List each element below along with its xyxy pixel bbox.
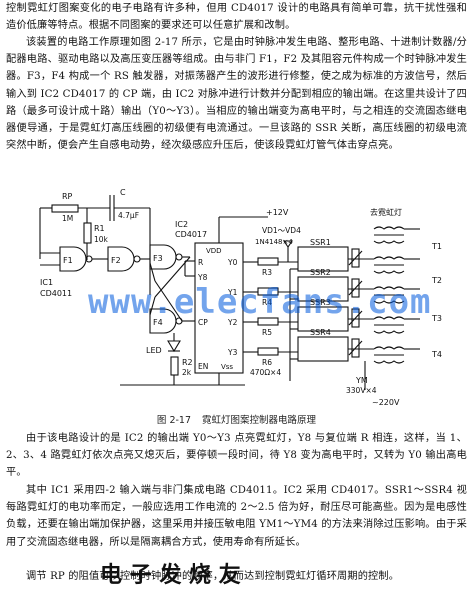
ssr4-box [297, 336, 349, 362]
f1-label: F1 [63, 256, 73, 265]
intro-paragraph: 控制霓虹灯图案变化的电子电路有许多种，但用 CD4017 设计的电路具有简单可靠… [6, 3, 467, 32]
ic1-label: IC1 [40, 278, 53, 287]
pin-vss: Vss [221, 363, 233, 371]
led-label: LED [146, 346, 162, 355]
pin-vdd: VDD [206, 247, 222, 255]
rp-label: RP [62, 192, 73, 201]
r6-value: 470Ω×4 [250, 368, 281, 377]
r1-value: 10k [94, 235, 109, 244]
circuit-figure: RP 1M C 4.7μF R1 10k F1 F2 IC1 CD4011 F3… [0, 185, 473, 410]
c-label: C [120, 188, 126, 197]
r6-label: R6 [262, 358, 272, 367]
channel-3: R5 [243, 317, 298, 337]
r1-resistor [83, 222, 92, 244]
pin-y3: Y3 [227, 348, 238, 357]
rp-value: 1M [62, 214, 73, 223]
c-value: 4.7μF [118, 211, 139, 220]
adjust-paragraph: 调节 RP 的阻值可以控制时钟脉冲的频率，从而达到控制霓虹灯循环周期的控制。 [26, 571, 400, 582]
r3-label: R3 [262, 268, 272, 277]
channel-2: R4 [243, 287, 298, 307]
principle-paragraph: 该装置的电路工作原理如图 2-17 所示，它是由时钟脉冲发生电路、整形电路、十进… [6, 37, 467, 152]
ic2-part: CD4017 [175, 230, 207, 239]
caption-title: 霓虹灯图案控制器电路原理 [202, 415, 317, 426]
f4-label: F4 [153, 318, 163, 327]
t3-label: T3 [431, 314, 442, 323]
ic2-label: IC2 [175, 220, 188, 229]
circuit-schematic: RP 1M C 4.7μF R1 10k F1 F2 IC1 CD4011 F3… [39, 188, 442, 407]
ym-value: 330V×4 [346, 386, 377, 395]
t2-label: T2 [431, 276, 442, 285]
diodes-label: VD1～VD4 [262, 226, 301, 235]
caption-number: 图 2-17 [156, 415, 192, 426]
r1-label: R1 [94, 224, 105, 233]
ym-label: YM [355, 376, 368, 385]
led-diode [167, 340, 181, 353]
pin-y2: Y2 [227, 318, 238, 327]
ssr2-label: SSR2 [310, 268, 331, 277]
ssr4-label: SSR4 [310, 328, 331, 337]
pin-y8: Y8 [197, 273, 208, 282]
channel-4: R6 470Ω×4 [243, 347, 298, 377]
figure-caption: 图 2-17 霓虹灯图案控制器电路原理 [0, 412, 473, 426]
r3-resistor [257, 257, 279, 266]
neon-label: 去霓虹灯 [370, 207, 402, 217]
components-paragraph: 其中 IC1 采用四-2 输入端与非门集成电路 CD4011。IC2 采用 CD… [6, 485, 467, 548]
pin-cp: CP [198, 318, 208, 327]
f2-label: F2 [111, 256, 121, 265]
r4-label: R4 [262, 298, 272, 307]
ssr1-label: SSR1 [310, 238, 331, 247]
ic1-part: CD4011 [40, 289, 72, 298]
f3-label: F3 [153, 254, 163, 263]
r2-resistor [170, 356, 179, 376]
watermark-url: www.elecfans.com [88, 282, 432, 322]
diode-part: 1N4148×4 [255, 238, 293, 246]
pin-r: R [198, 258, 203, 267]
r5-label: R5 [262, 328, 272, 337]
supply-label: +12V [266, 208, 289, 217]
r2-label: R2 [182, 358, 193, 367]
pin-y1: Y1 [227, 288, 238, 297]
pin-y0: Y0 [227, 258, 238, 267]
t4-label: T4 [431, 350, 442, 359]
varistors [348, 248, 363, 358]
ac-label: ~220V [372, 398, 400, 407]
logic-paragraph: 由于该电路设计的是 IC2 的输出端 Y0～Y3 点亮霓虹灯，Y8 与复位端 R… [6, 433, 467, 479]
t1-label: T1 [431, 242, 442, 251]
r2-value: 2k [182, 368, 192, 377]
ssr3-label: SSR3 [310, 298, 331, 307]
r6-resistor [257, 347, 279, 356]
channel-1: R3 [243, 240, 298, 277]
pin-en: EN [198, 362, 208, 371]
transformers [348, 226, 420, 390]
rp-resistor [51, 204, 79, 213]
